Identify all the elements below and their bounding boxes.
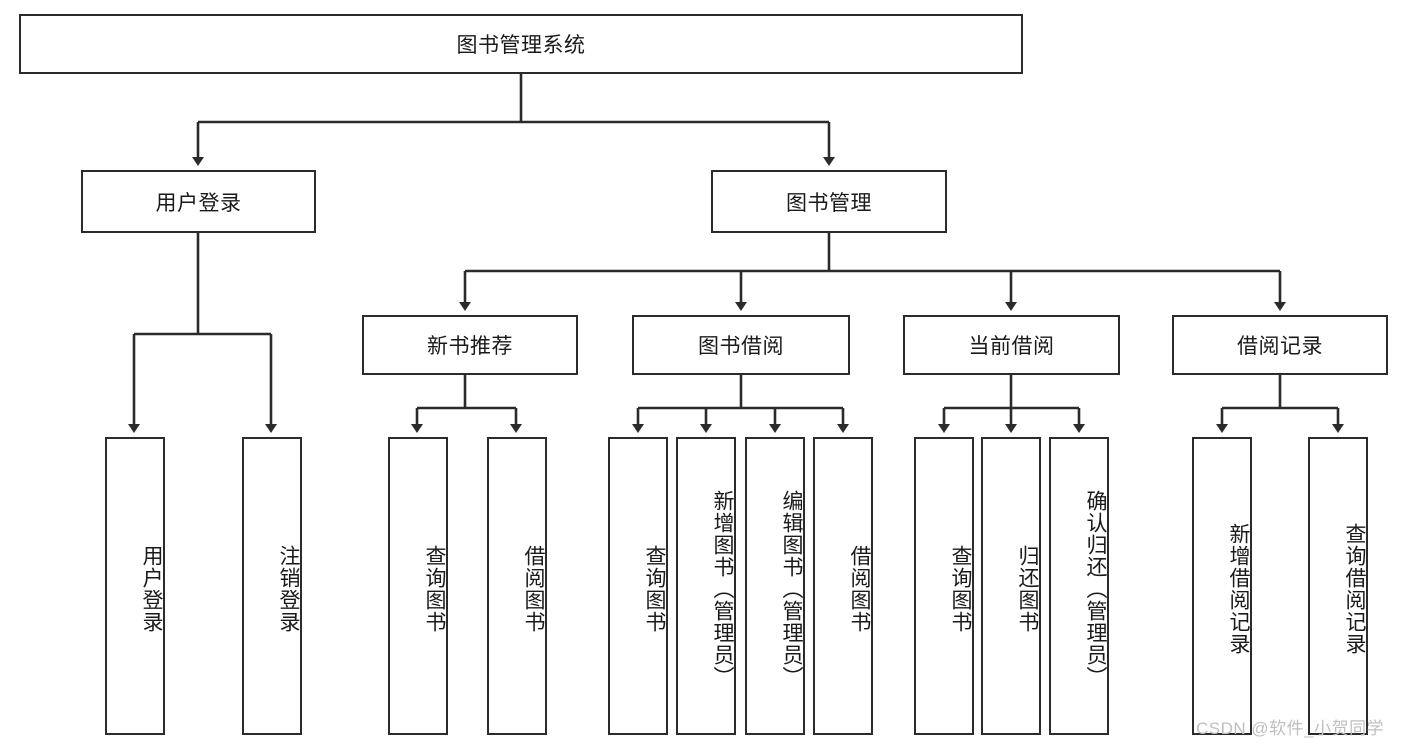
node-label: 用户登录 [140, 545, 163, 633]
node-label: 图书借阅 [698, 335, 784, 358]
node-book-management[interactable]: 图书管理 [711, 170, 947, 233]
leaf-user-login[interactable]: 用户登录 [105, 437, 165, 735]
csdn-watermark: CSDN @软件_小贺同学 [1196, 719, 1385, 738]
node-user-login[interactable]: 用户登录 [81, 170, 316, 233]
node-label: 查询图书 [423, 545, 446, 633]
leaf-current-return-book[interactable]: 归还图书 [981, 437, 1041, 735]
node-root-system[interactable]: 图书管理系统 [19, 14, 1023, 74]
node-label: 借阅图书 [522, 545, 545, 633]
node-label: 当前借阅 [968, 335, 1055, 358]
leaf-borrow-edit-book[interactable]: 编辑图书（管理员） [745, 437, 805, 735]
leaf-recommend-query-book[interactable]: 查询图书 [388, 437, 448, 735]
node-label: 查询图书 [949, 545, 972, 633]
node-label: 查询图书 [643, 545, 666, 633]
leaf-logout[interactable]: 注销登录 [242, 437, 302, 735]
leaf-recommend-borrow-book[interactable]: 借阅图书 [487, 437, 547, 735]
leaf-record-add[interactable]: 新增借阅记录 [1192, 437, 1252, 735]
node-label: 图书管理系统 [456, 34, 586, 57]
node-label: 借阅图书 [848, 545, 871, 633]
node-new-book-recommend[interactable]: 新书推荐 [362, 315, 578, 375]
node-label: 编辑图书（管理员） [780, 490, 803, 688]
node-borrow-record[interactable]: 借阅记录 [1172, 315, 1388, 375]
node-label: 新书推荐 [427, 335, 513, 358]
leaf-current-query-book[interactable]: 查询图书 [914, 437, 974, 735]
leaf-borrow-add-book[interactable]: 新增图书（管理员） [676, 437, 736, 735]
node-book-borrow[interactable]: 图书借阅 [632, 315, 850, 375]
leaf-borrow-query-book[interactable]: 查询图书 [608, 437, 668, 735]
node-label: 借阅记录 [1237, 335, 1323, 358]
node-label: 新增图书（管理员） [711, 490, 734, 688]
node-label: 图书管理 [786, 191, 872, 215]
node-label: 查询借阅记录 [1343, 523, 1366, 655]
node-label: 归还图书 [1016, 545, 1039, 633]
node-label: 确认归还（管理员） [1084, 490, 1107, 688]
leaf-current-confirm-return[interactable]: 确认归还（管理员） [1049, 437, 1109, 735]
node-label: 用户登录 [155, 191, 242, 215]
node-label: 新增借阅记录 [1227, 523, 1250, 655]
leaf-borrow-borrow-book[interactable]: 借阅图书 [813, 437, 873, 735]
node-label: 注销登录 [277, 545, 300, 633]
leaf-record-query[interactable]: 查询借阅记录 [1308, 437, 1368, 735]
node-current-borrow[interactable]: 当前借阅 [903, 315, 1120, 375]
